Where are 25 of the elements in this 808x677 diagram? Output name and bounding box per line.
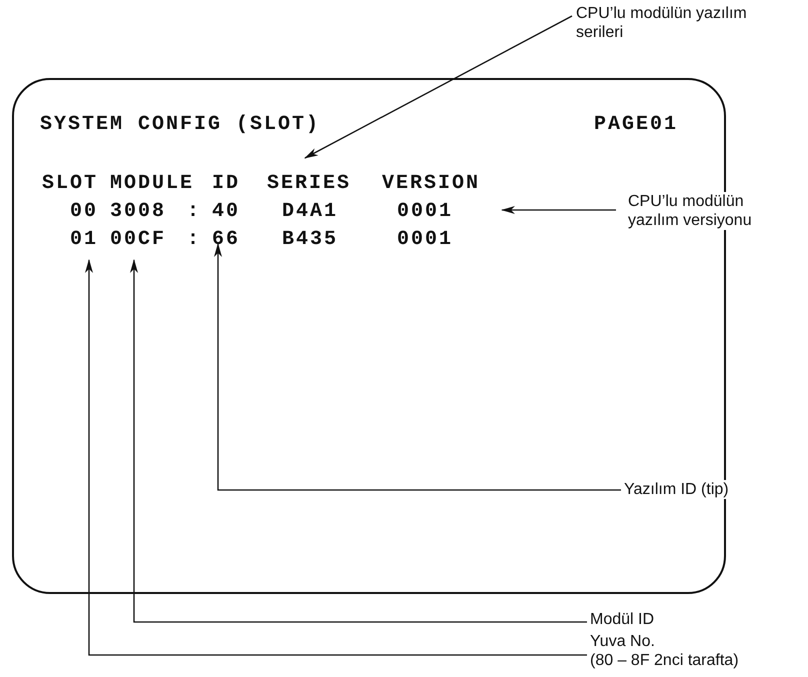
page-number: PAGE01: [594, 114, 678, 136]
table-value: 40: [212, 201, 240, 223]
callout-text: (80 – 8F 2nci tarafta): [590, 651, 739, 670]
table-value: 0001: [397, 229, 454, 251]
screen-title: SYSTEM CONFIG (SLOT): [40, 114, 320, 136]
table-value: 00CF: [110, 229, 166, 251]
column-header: SERIES: [267, 173, 352, 195]
leader-arrow: [501, 206, 616, 214]
table-value: 01: [70, 229, 98, 251]
leader-arrow: [130, 259, 587, 623]
table-value: 00: [70, 201, 98, 223]
table-value: D4A1: [282, 201, 338, 223]
leader-arrow: [85, 259, 587, 656]
column-header: SLOT: [42, 173, 98, 195]
column-header: VERSION: [382, 173, 480, 195]
table-value: :: [187, 201, 202, 223]
table-value: 3008: [110, 201, 166, 223]
table-value: 0001: [397, 201, 454, 223]
column-header: MODULE: [110, 173, 194, 195]
table-value: 66: [212, 229, 240, 251]
leader-arrow: [304, 15, 572, 159]
table-value: :: [187, 229, 202, 251]
table-value: B435: [282, 229, 338, 251]
leader-arrow: [214, 243, 621, 491]
column-header: ID: [212, 173, 240, 195]
